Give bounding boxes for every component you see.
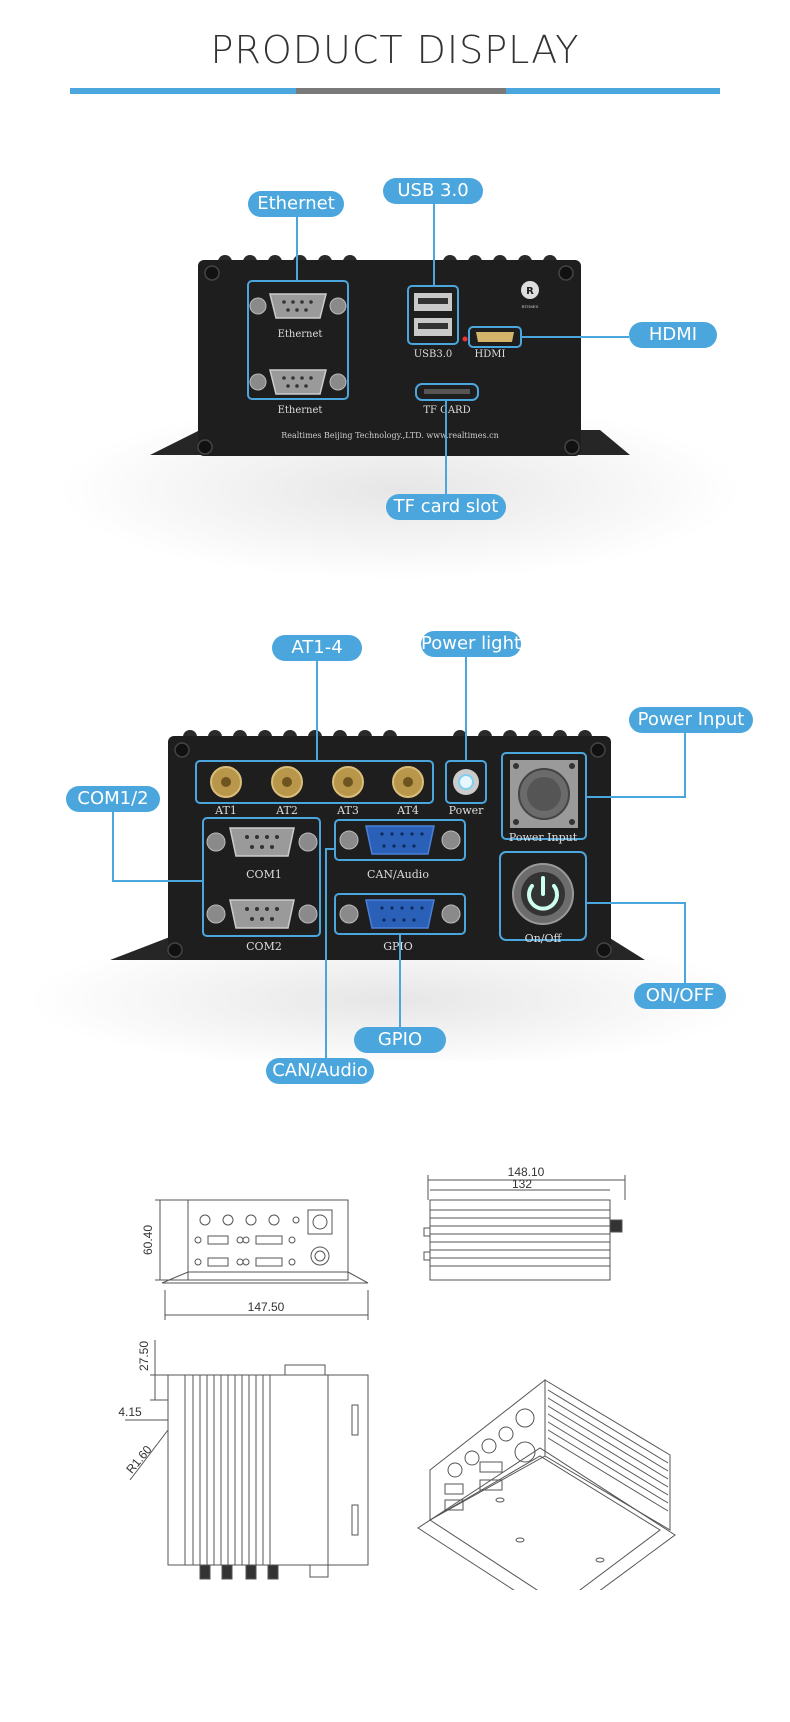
dim-front-width: 147.50 — [248, 1300, 285, 1314]
callout-can: CAN/Audio — [266, 1058, 374, 1084]
callout-line-tf — [445, 400, 447, 494]
drawing-top-view — [125, 1340, 369, 1580]
front-silk-footer: Realtimes Beijing Technology.,LTD. www.r… — [281, 431, 499, 440]
callout-line-usb — [433, 204, 435, 287]
rear-silk-power-input: Power Input — [509, 831, 578, 844]
dim-side-width-2: 132 — [512, 1177, 532, 1191]
rear-silk-at4: AT4 — [396, 804, 419, 817]
callout-line-onoff-v — [684, 902, 686, 984]
callout-line-at — [316, 660, 318, 761]
callout-line-power-input-v — [684, 732, 686, 798]
title-bar-right — [506, 88, 720, 94]
front-silk-eth1: Ethernet — [278, 329, 323, 340]
dim-top-r: R1.60 — [123, 1442, 155, 1476]
callout-com: COM1/2 — [66, 786, 160, 812]
callout-line-hdmi — [521, 336, 629, 338]
rear-silk-can: CAN/Audio — [367, 868, 429, 881]
front-silk-hdmi: HDMI — [475, 349, 506, 360]
callout-usb: USB 3.0 — [383, 178, 483, 204]
rear-silk-com1: COM1 — [246, 868, 282, 881]
front-logo-text: RTIMES — [522, 304, 539, 309]
rear-silk-at1: AT1 — [214, 804, 237, 817]
rear-silk-at2: AT2 — [275, 804, 298, 817]
svg-text:R: R — [526, 286, 534, 297]
com1-port — [206, 827, 318, 857]
drawing-isometric-view — [417, 1378, 676, 1590]
callout-onoff: ON/OFF — [634, 983, 726, 1009]
dim-side-width-1: 148.10 — [508, 1165, 545, 1179]
callout-line-can-h — [325, 848, 335, 850]
dim-top-b: 4.15 — [118, 1405, 142, 1419]
front-panel-device: R RTIMES Ethernet Ethernet USB3.0 HDMI T… — [60, 255, 740, 580]
com2-port — [206, 899, 318, 929]
dim-top-a: 27.50 — [137, 1341, 151, 1371]
callout-ethernet: Ethernet — [248, 191, 344, 217]
callout-line-gpio — [399, 934, 401, 1028]
callout-line-power-input-h — [586, 796, 686, 798]
rear-silk-gpio: GPIO — [383, 940, 413, 953]
rear-silk-at3: AT3 — [336, 804, 359, 817]
drawing-front-view — [155, 1199, 369, 1320]
front-silk-usb: USB3.0 — [414, 349, 453, 360]
callout-power-light: Power light — [421, 631, 521, 657]
callout-tf: TF card slot — [386, 494, 506, 520]
title-bar-middle — [296, 88, 506, 94]
front-silk-eth2: Ethernet — [278, 405, 323, 416]
rear-panel-device: AT1 AT2 AT3 AT4 Power Power Input COM1 C… — [30, 730, 750, 1060]
antenna-connectors — [210, 766, 424, 798]
technical-drawings: 60.40 147.50 148.10 132 27.50 4.15 R1.60 — [118, 1165, 676, 1590]
ethernet-port-1 — [249, 293, 347, 319]
page-title: PRODUCT DISPLAY — [210, 28, 580, 72]
callout-line-ethernet — [296, 216, 298, 282]
callout-hdmi: HDMI — [629, 322, 717, 348]
front-silk-tf: TF CARD — [423, 405, 470, 416]
callout-line-power-light — [465, 657, 467, 761]
ethernet-port-2 — [249, 369, 347, 395]
rear-silk-power: Power — [449, 804, 485, 817]
dim-front-height: 60.40 — [141, 1225, 155, 1255]
callout-gpio: GPIO — [354, 1027, 446, 1053]
callout-power-input: Power Input — [629, 707, 753, 733]
rear-silk-com2: COM2 — [246, 940, 282, 953]
title-bar-left — [70, 88, 296, 94]
callout-line-com-h — [112, 880, 203, 882]
callout-line-onoff-h — [586, 902, 686, 904]
drawing-side-view — [423, 1175, 626, 1281]
callout-at: AT1-4 — [272, 635, 362, 661]
callout-line-can-v — [325, 848, 327, 1058]
callout-line-com-v — [112, 812, 114, 881]
rear-silk-onoff: On/Off — [525, 932, 563, 945]
